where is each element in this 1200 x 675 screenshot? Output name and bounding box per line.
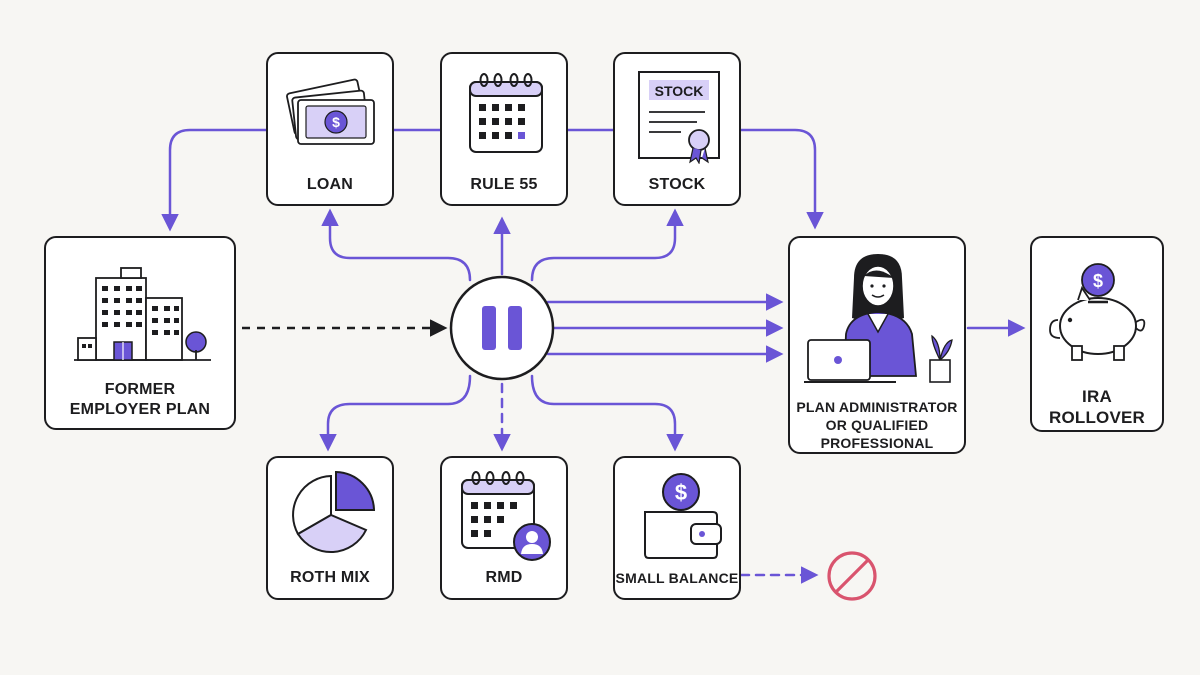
pause-icon xyxy=(482,306,522,350)
small-balance-node[interactable]: $ SMALL BALANCE xyxy=(613,456,741,600)
former-employer-plan-label: FORMER EMPLOYER PLAN xyxy=(69,381,211,418)
pie-chart-icon xyxy=(292,470,376,553)
connector-top-left xyxy=(161,128,270,232)
connector-hub-loan xyxy=(321,208,472,282)
stock-certificate-icon: STOCK xyxy=(638,71,720,164)
connector-top-right xyxy=(739,128,824,230)
rmd-label: RMD xyxy=(485,569,523,586)
former-employer-plan-node[interactable]: FORMER EMPLOYER PLAN xyxy=(44,236,236,430)
plan-administrator-node[interactable]: PLAN ADMINISTRATOR OR QUALIFIED PROFESSI… xyxy=(788,236,966,454)
connector-hub-small xyxy=(530,374,684,452)
stock-node[interactable]: STOCK STOCK xyxy=(613,52,741,206)
stock-label: STOCK xyxy=(648,176,706,193)
rule-55-label: RULE 55 xyxy=(470,176,538,193)
advisor-at-laptop-icon xyxy=(804,254,953,383)
loan-node[interactable]: $ LOAN xyxy=(266,52,394,206)
svg-text:$: $ xyxy=(332,114,340,130)
roth-mix-node[interactable]: ROTH MIX xyxy=(266,456,394,600)
ira-rollover-node[interactable]: $ IRA ROLLOVER xyxy=(1030,236,1164,432)
wallet-coin-icon: $ xyxy=(644,473,722,559)
svg-text:$: $ xyxy=(1093,271,1103,291)
rmd-node[interactable]: RMD xyxy=(440,456,568,600)
prohibited-icon xyxy=(827,551,877,601)
calendar-icon xyxy=(469,73,543,153)
piggy-bank-icon: $ xyxy=(1049,263,1146,361)
loan-label: LOAN xyxy=(306,176,354,193)
connector-hub-stock xyxy=(530,208,684,282)
office-building-icon xyxy=(74,267,211,361)
roth-mix-label: ROTH MIX xyxy=(290,569,370,586)
money-bills-icon: $ xyxy=(286,78,375,145)
ira-rollover-label: IRA ROLLOVER xyxy=(1048,387,1146,427)
connector-hub-roth xyxy=(319,374,472,452)
certificate-text: STOCK xyxy=(655,83,704,99)
plan-administrator-label: PLAN ADMINISTRATOR OR QUALIFIED PROFESSI… xyxy=(796,399,958,451)
rule-55-node[interactable]: RULE 55 xyxy=(440,52,568,206)
small-balance-label: SMALL BALANCE xyxy=(615,570,739,586)
calendar-person-icon xyxy=(461,471,551,561)
svg-text:$: $ xyxy=(675,480,687,505)
hub-pause-node[interactable] xyxy=(448,274,556,382)
